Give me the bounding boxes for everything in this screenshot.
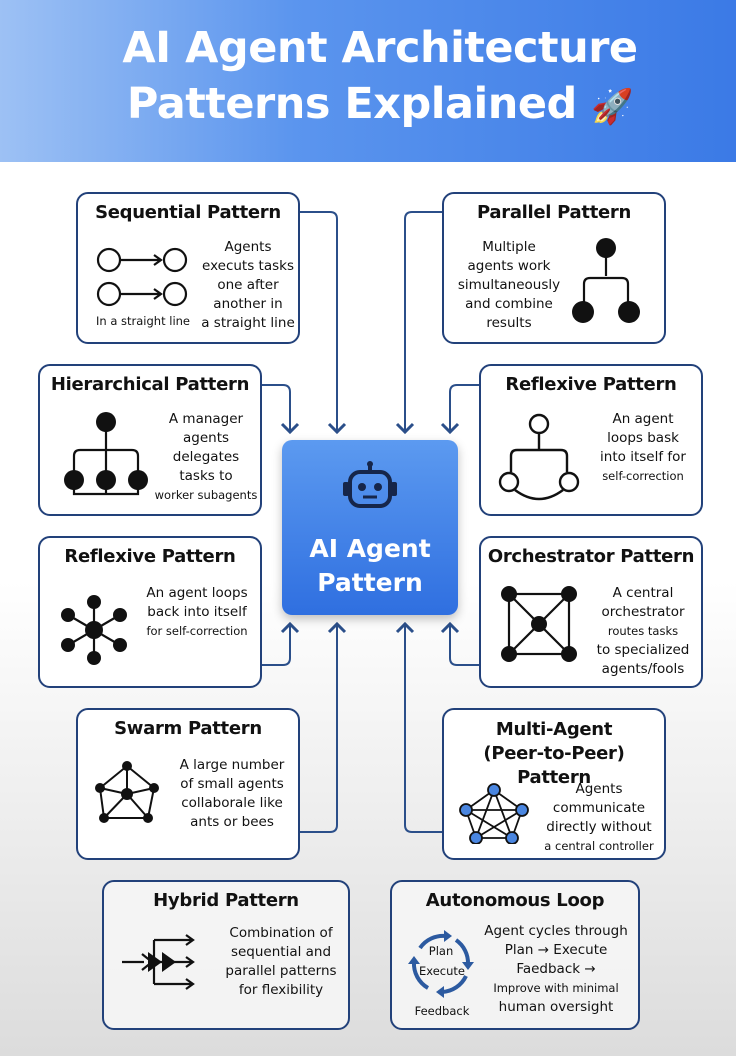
desc-line: An agent loops	[146, 585, 248, 601]
desc-line: executs tasks	[202, 258, 294, 274]
connector-hierarchical	[262, 384, 300, 435]
card-title: Multi-Agent (Peer-to-Peer) Pattern	[444, 718, 664, 790]
desc-line: results	[486, 315, 532, 331]
desc-line: tasks to	[179, 468, 233, 484]
desc-line: Faedback →	[516, 961, 596, 977]
card-title: Parallel Pattern	[476, 202, 632, 223]
connector-orchestrator	[440, 621, 479, 666]
title-line-2: Patterns Explained	[126, 79, 577, 129]
cycle-arrows-icon	[408, 930, 474, 998]
title-line: Multi-Agent	[495, 719, 613, 740]
rocket-icon: 🚀	[591, 87, 634, 127]
card-parallel-pattern: Parallel Pattern Multiple agents work simu…	[442, 192, 666, 344]
connector-sequential	[300, 211, 347, 435]
sequential-caption: In a straight line	[95, 314, 191, 328]
desc-line: loops bask	[607, 430, 679, 446]
swarm-network-icon	[95, 761, 159, 823]
card-title: Orchestrator Pattern	[487, 546, 695, 567]
desc-line: agents work	[467, 258, 551, 274]
cycle-label-plan: Plan	[428, 944, 454, 958]
card-multi-agent-pattern: Multi-Agent (Peer-to-Peer) Pattern Agents…	[442, 708, 666, 860]
page-title: AI Agent Architecture Patterns Explained…	[60, 20, 700, 135]
card-title: Hierarchical Pattern	[50, 374, 250, 395]
card-title: Autonomous Loop	[425, 890, 605, 911]
desc-line: Multiple	[482, 239, 536, 255]
card-reflexive-pattern-right: Reflexive Pattern An agent loops bask into…	[479, 364, 703, 516]
connector-multi-agent	[395, 621, 442, 833]
desc-line: one after	[217, 277, 279, 293]
connector-reflexive-left	[262, 621, 300, 666]
desc-line: orchestrator	[601, 604, 685, 620]
desc-line: A manager	[168, 411, 244, 427]
desc-line: and combine	[465, 296, 553, 312]
card-title: Reflexive Pattern	[64, 546, 236, 567]
card-title: Sequential Pattern	[95, 202, 281, 223]
desc-line: An agent	[612, 411, 674, 427]
desc-line: for self-correction	[146, 624, 248, 638]
hierarchy-tree-icon	[64, 412, 148, 496]
sequential-arrows-icon	[96, 247, 188, 307]
desc-line: A central	[612, 585, 674, 601]
parallel-tree-icon	[572, 238, 640, 323]
desc-line: Agent cycles through	[484, 923, 628, 939]
card-title: Hybrid Pattern	[153, 890, 299, 911]
cycle-label-execute: Execute	[419, 964, 465, 978]
desc-line: parallel patterns	[225, 963, 337, 979]
connector-reflexive-right	[440, 384, 479, 435]
card-hierarchical-pattern: Hierarchical Pattern A manager agents dele…	[38, 364, 262, 516]
desc-line: to specialized	[596, 642, 690, 658]
desc-line: Agents	[224, 239, 272, 255]
hub-network-icon	[61, 595, 127, 665]
reflexive-loop-icon	[498, 413, 580, 501]
center-label-line: Pattern	[317, 568, 423, 597]
desc-line: of small agents	[180, 776, 284, 792]
desc-line: sequential and	[230, 944, 332, 960]
title-line-1: AI Agent Architecture	[122, 23, 638, 73]
card-orchestrator-pattern: Orchestrator Pattern A central orchestrat…	[479, 536, 703, 688]
card-swarm-pattern: Swarm Pattern A large number of small age…	[76, 708, 300, 860]
title-line: (Peer-to-Peer) Pattern	[483, 743, 625, 788]
desc-line: Plan → Execute	[504, 942, 608, 958]
center-label-line: AI Agent	[309, 534, 431, 563]
hybrid-arrows-icon	[122, 934, 195, 990]
desc-line: collaborale like	[181, 795, 283, 811]
cycle-label-feedback: Feedback	[414, 1004, 470, 1018]
desc-line: into itself for	[600, 449, 686, 465]
desc-line: worker subagents	[154, 488, 258, 502]
card-title: Swarm Pattern	[114, 718, 262, 739]
desc-line: A large number	[179, 757, 285, 773]
desc-line: a straight line	[201, 315, 295, 331]
card-sequential-pattern: Sequential Pattern In a straight line Ag…	[76, 192, 300, 344]
desc-line: routes tasks	[607, 624, 679, 638]
desc-line: back into itself	[147, 604, 247, 620]
desc-line: agents/fools	[601, 661, 685, 677]
desc-line: simultaneously	[457, 277, 561, 293]
connector-swarm	[300, 621, 347, 833]
robot-icon	[343, 461, 397, 508]
card-title: Reflexive Pattern	[505, 374, 677, 395]
card-hybrid-pattern: Hybrid Pattern Combination of sequential …	[102, 880, 350, 1030]
card-reflexive-pattern-left: Reflexive Pattern An agent loops back int…	[38, 536, 262, 688]
desc-line: Agents	[575, 781, 623, 797]
desc-line: directly without	[546, 819, 652, 835]
desc-line: delegates	[172, 449, 240, 465]
desc-line: human oversight	[498, 999, 614, 1015]
desc-line: agents	[182, 430, 230, 446]
orchestrator-network-icon	[501, 586, 577, 662]
desc-line: Improve with minimal	[493, 981, 619, 995]
desc-line: self-correction	[602, 469, 684, 483]
header-banner: AI Agent Architecture Patterns Explained…	[0, 0, 736, 162]
desc-line: a central controller	[544, 839, 654, 853]
desc-line: communicate	[552, 800, 646, 816]
desc-line: for flexibility	[238, 982, 324, 998]
peer-network-icon	[459, 783, 529, 844]
connector-parallel	[395, 211, 442, 435]
desc-line: Combination of	[229, 925, 333, 941]
card-autonomous-loop: Autonomous Loop Plan Execute Feedback Ag…	[390, 880, 640, 1030]
desc-line: ants or bees	[190, 814, 274, 830]
desc-line: another in	[213, 296, 283, 312]
